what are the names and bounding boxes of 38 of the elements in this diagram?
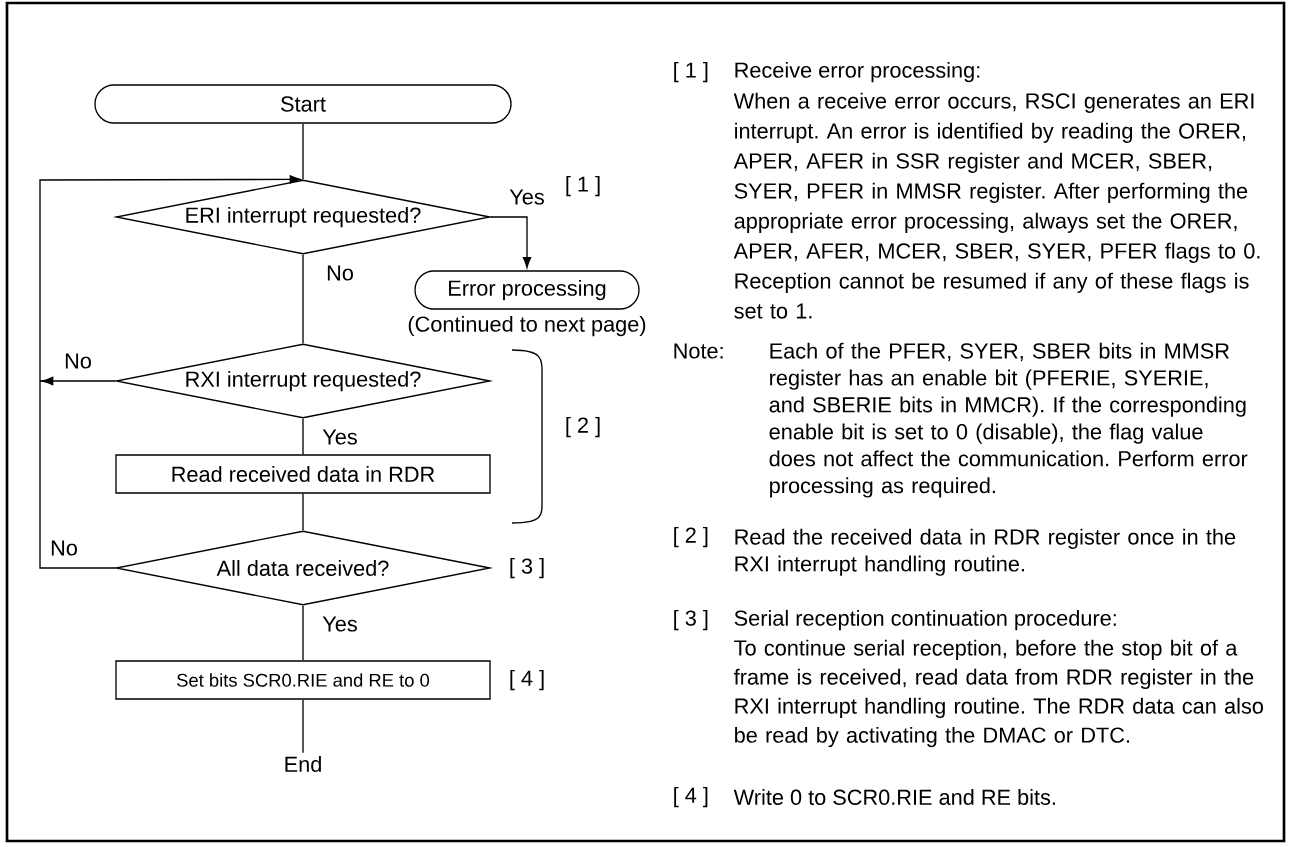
- edge-label: No: [62, 352, 94, 370]
- terminal-box: Start: [94, 84, 512, 124]
- step-number: [ 2 ]: [566, 416, 600, 438]
- connector: [302, 699, 304, 754]
- connector: [302, 493, 304, 531]
- connector: [302, 254, 304, 344]
- continuation-note: (Continued to next page): [408, 315, 646, 337]
- process-box: Read received data in RDR: [115, 454, 491, 494]
- step-number: [ 1 ]: [566, 175, 600, 197]
- connector: [490, 216, 532, 269]
- note-text: Each of the PFER, SYER, SBER bits in MMSR register has an enable bit (PFERIE, SYERIE, and SBERIE bits in MMCR). If the corresponding enable bit is set to 0 (disable), the flag value does not affect the communication. Perform error processing as required.: [769, 342, 1248, 498]
- step-number: [ 2 ]: [674, 526, 708, 548]
- step-description: When a receive error occurs, RSCI generates an ERI interrupt. An error is identified by reading the ORER, APER, AFER in SSR register and MCER, SBER, SYER, PFER in MMSR register. After performing the appropriate error processing, always set the ORER, APER, AFER, MCER, SBER, SYER, PFER flags to 0. Reception cannot be resumed if any of these flags is set to 1.: [733, 92, 1260, 319]
- edge-label: Yes: [320, 428, 360, 446]
- connector: [302, 418, 304, 455]
- note-label: Note:: [674, 343, 723, 359]
- step-number: [ 3 ]: [674, 609, 708, 631]
- step-description: Write 0 to SCR0.RIE and RE bits.: [733, 789, 1055, 805]
- end-label: End: [281, 753, 325, 775]
- step-heading: Serial reception continuation procedure:: [734, 609, 1116, 631]
- step-heading: Receive error processing:: [735, 61, 980, 83]
- connector: [39, 376, 116, 386]
- connector: [39, 380, 116, 569]
- connector: [39, 175, 301, 382]
- edge-label: Yes: [507, 188, 547, 206]
- step-description: To continue serial reception, before the stop bit of a frame is received, read data from RDR register in the RXI interrupt handling routine. The RDR data can also be read by activating the DMAC or DTC.: [734, 639, 1263, 748]
- step-number: [ 4 ]: [510, 669, 544, 691]
- connector: [302, 123, 304, 180]
- step-number: [ 1 ]: [674, 61, 708, 83]
- connector: [302, 605, 304, 661]
- step-number: [ 4 ]: [674, 786, 708, 808]
- edge-label: No: [324, 264, 356, 282]
- terminal-box: Error processing: [414, 270, 640, 310]
- edge-label: No: [48, 539, 80, 557]
- process-box: Set bits SCR0.RIE and RE to 0: [115, 660, 491, 700]
- edge-label: Yes: [320, 615, 360, 633]
- step-number: [ 3 ]: [510, 557, 544, 579]
- step-description: Read the received data in RDR register once in the RXI interrupt handling routine.: [735, 528, 1236, 576]
